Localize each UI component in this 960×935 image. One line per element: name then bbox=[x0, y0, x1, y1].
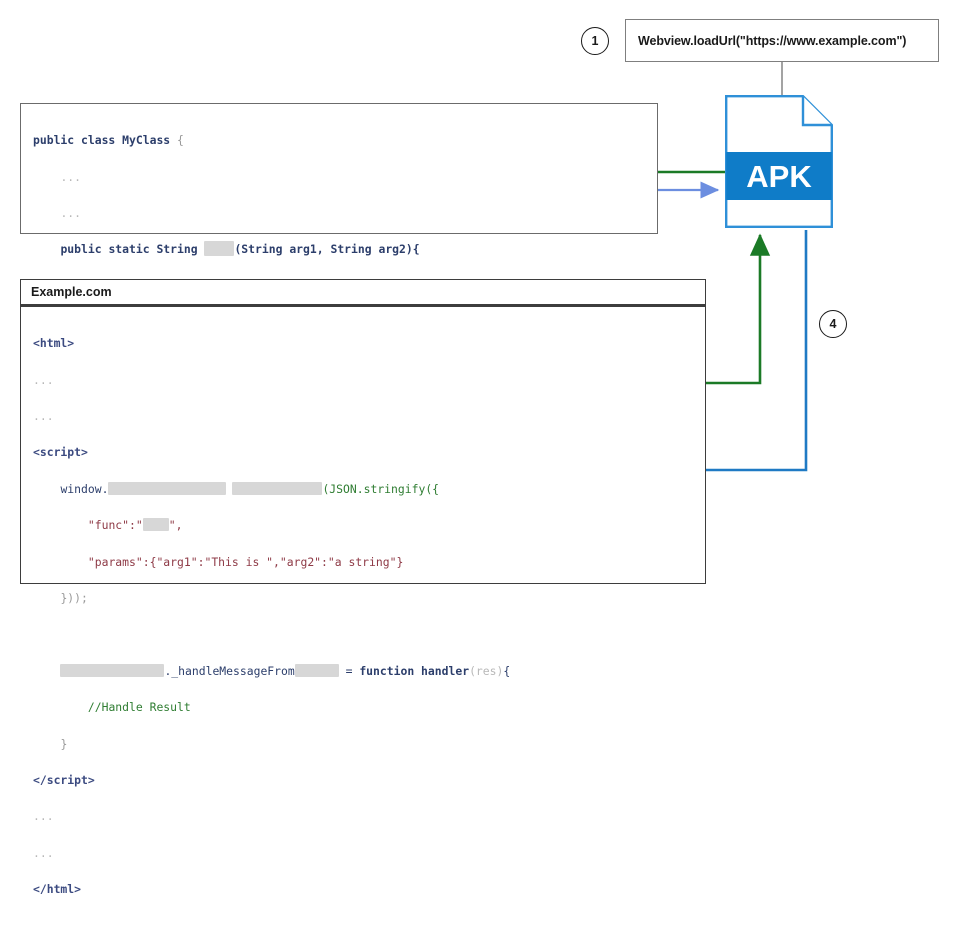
html-line-params: "params":{"arg1":"This is ","arg2":"a st… bbox=[33, 553, 705, 571]
html-line-comment: //Handle Result bbox=[33, 698, 705, 716]
apk-file-icon: APK bbox=[725, 95, 833, 228]
js-window-prefix: window. bbox=[60, 481, 109, 496]
js-handler-mid: ._handleMessageFrom bbox=[164, 663, 295, 678]
tag-html-open: <html> bbox=[33, 336, 75, 351]
java-l1-keyword: public class bbox=[33, 133, 116, 148]
js-handler-brace: { bbox=[503, 663, 511, 678]
redacted-handler-namespace bbox=[60, 663, 165, 677]
html-line-script-close: </script> bbox=[33, 771, 705, 789]
html-ellipsis-2: ... bbox=[33, 408, 54, 423]
tag-script-close: </script> bbox=[33, 772, 95, 787]
html-line-close-call: })); bbox=[33, 589, 705, 607]
java-code-box: public class MyClass { ... ... public st… bbox=[20, 103, 658, 366]
java-l1-brace: { bbox=[177, 133, 184, 148]
java-l3-ellipsis: ... bbox=[60, 205, 82, 220]
callout-loadurl: Webview.loadUrl("https://www.example.com… bbox=[625, 19, 939, 62]
html-box-titlebar: Example.com bbox=[21, 280, 705, 307]
redacted-func-value bbox=[142, 518, 169, 532]
html-line-script-open: <script> bbox=[33, 443, 705, 461]
redacted-bridge-method bbox=[232, 481, 323, 495]
java-l2-ellipsis: ... bbox=[60, 169, 82, 184]
js-func-key-close: ", bbox=[168, 518, 183, 533]
html-code-content: <html> ... ... <script> window. (JSON.str… bbox=[21, 307, 705, 935]
java-line-2: ... bbox=[33, 168, 657, 186]
java-l4-signature-params: (String arg1, String arg2){ bbox=[234, 242, 420, 257]
redacted-java-method-name bbox=[204, 241, 235, 257]
js-handler-args: (res) bbox=[469, 663, 504, 678]
html-box-title: Example.com bbox=[31, 285, 112, 299]
js-handler-eq: = bbox=[338, 663, 360, 678]
java-line-4: public static String (String arg1, Strin… bbox=[33, 240, 657, 258]
html-line-html-open: <html> bbox=[33, 334, 705, 352]
html-line-blank bbox=[33, 625, 705, 643]
callout-loadurl-text: Webview.loadUrl("https://www.example.com… bbox=[638, 33, 907, 48]
js-params: "params":{"arg1":"This is ","arg2":"a st… bbox=[87, 554, 404, 569]
tag-script-open: <script> bbox=[33, 445, 88, 460]
html-line-close-brace: } bbox=[33, 735, 705, 753]
html-line-dots-1: ... bbox=[33, 371, 705, 389]
redacted-bridge-object bbox=[108, 481, 227, 495]
html-ellipsis-3: ... bbox=[33, 809, 54, 824]
js-handler-close-brace: } bbox=[60, 736, 68, 751]
js-handler-function-kw: function handler bbox=[359, 663, 470, 678]
js-close-call: })); bbox=[60, 590, 88, 605]
tag-html-close: </html> bbox=[33, 882, 82, 897]
html-line-bridge-call: window. (JSON.stringify({ bbox=[33, 480, 705, 498]
apk-label: APK bbox=[746, 159, 812, 194]
html-line-dots-3: ... bbox=[33, 807, 705, 825]
java-line-1: public class MyClass { bbox=[33, 131, 657, 149]
html-code-box: Example.com <html> ... ... <script> wind… bbox=[20, 279, 706, 896]
html-line-dots-2: ... bbox=[33, 407, 705, 425]
step-badge-1: 1 bbox=[581, 27, 609, 55]
js-json-stringify: (JSON.stringify({ bbox=[322, 481, 440, 496]
java-l4-signature-prefix: public static String bbox=[60, 242, 205, 257]
java-l1-classname: MyClass bbox=[115, 133, 178, 148]
html-line-dots-4: ... bbox=[33, 844, 705, 862]
js-func-key: "func":" bbox=[87, 518, 143, 533]
diagram-canvas: Webview.loadUrl("https://www.example.com… bbox=[20, 19, 939, 896]
html-ellipsis-4: ... bbox=[33, 845, 54, 860]
java-line-3: ... bbox=[33, 204, 657, 222]
html-line-handler: ._handleMessageFrom = function handler(r… bbox=[33, 662, 705, 680]
step-badge-4-label: 4 bbox=[829, 317, 837, 331]
step-badge-4: 4 bbox=[819, 310, 847, 338]
redacted-handler-suffix bbox=[294, 663, 339, 677]
html-line-func-key: "func":" ", bbox=[33, 516, 705, 534]
html-line-html-close: </html> bbox=[33, 880, 705, 898]
html-ellipsis-1: ... bbox=[33, 372, 54, 387]
js-handler-comment: //Handle Result bbox=[87, 700, 191, 715]
step-badge-1-label: 1 bbox=[591, 34, 599, 48]
